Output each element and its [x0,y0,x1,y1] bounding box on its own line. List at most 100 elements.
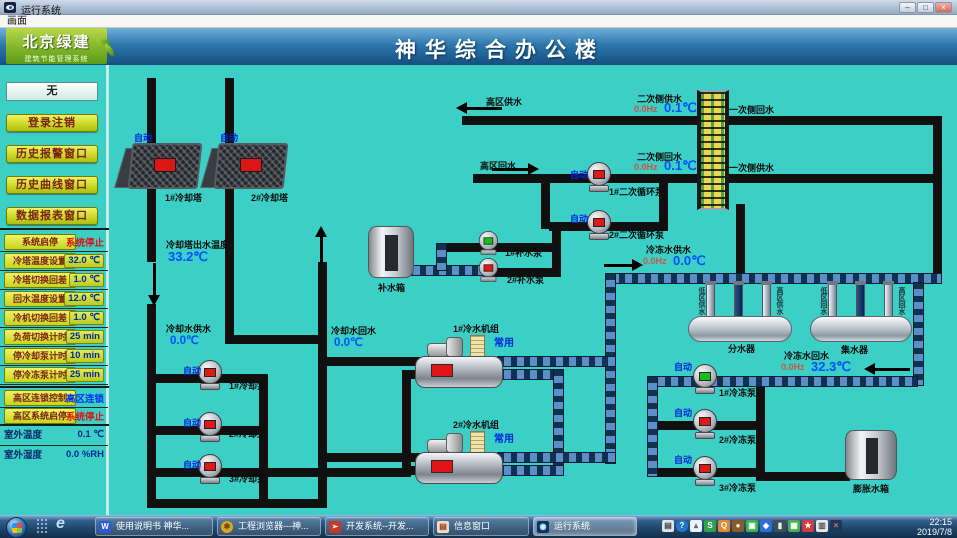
help-tray-icon[interactable]: ? [676,520,688,532]
data-report-button[interactable]: 数据报表窗口 [6,207,98,225]
show-hidden-tray-icon[interactable]: ▴ [690,520,702,532]
value-load-switch-timer[interactable]: 25 min [65,330,104,344]
taskbar-item-label: 使用说明书 神华... [116,521,190,531]
taskbar-item-manual[interactable]: W 使用说明书 神华... [95,517,213,536]
param-button-highzone-startstop[interactable]: 高区系统启停 [4,408,76,424]
volume-muted-tray-icon[interactable]: × [830,520,842,532]
chilled-pipe-segment [497,356,616,367]
value-stop-chilled-pump-timer[interactable]: 25 min [65,368,104,382]
taskbar-clock[interactable]: 22:15 2019/7/8 [892,517,952,537]
param-button-chiller-hysteresis[interactable]: 冷机切换回差 [4,310,76,326]
value-chiller-hysteresis[interactable]: 1.0 ℃ [69,311,104,325]
collector-valve[interactable] [855,281,866,318]
history-curve-button[interactable]: 历史曲线窗口 [6,176,98,194]
makeup-pump-2[interactable] [478,258,499,282]
chilled-pump-1[interactable] [692,364,718,394]
param-button-stop-chilled-pump-timer[interactable]: 停冷冻泵计时 [4,367,76,383]
param-button-tower-hysteresis[interactable]: 冷塔切换回差 [4,272,76,288]
menu-item-screen[interactable]: 画面 [7,16,27,27]
auto-mode-circ-pump-1[interactable]: 自动 [570,170,589,180]
brand-subtitle: 建筑节能管理系统 [24,56,89,63]
auto-mode-cooling-pump-2[interactable]: 自动 [183,418,202,428]
minimize-button[interactable]: – [899,2,916,13]
pump-status-indicator [204,462,216,471]
value-stop-cooling-pump-timer[interactable]: 10 min [65,349,104,363]
value-secondary-supply-hz: 0.0Hz [634,104,658,114]
secondary-circulation-pump-2[interactable] [586,210,612,240]
auto-mode-chilled-pump-1[interactable]: 自动 [674,362,693,372]
arrowhead [148,295,160,306]
keyboard-tray-icon[interactable]: ▤ [662,520,674,532]
maximize-button[interactable]: □ [917,2,934,13]
flag-tray-icon[interactable]: ★ [802,520,814,532]
value-tower-temp[interactable]: 32.0 ℃ [64,254,104,268]
label-secondary-supply: 二次侧供水 [637,94,683,104]
water-collector[interactable] [810,316,912,342]
value-return-temp[interactable]: 12.0 ℃ [64,292,104,306]
window-titlebar[interactable]: 运行系统 – □ × [0,0,957,17]
chilled-pump-2[interactable] [692,409,718,439]
internet-explorer-icon[interactable]: e [56,515,65,532]
auto-mode-chilled-pump-2[interactable]: 自动 [674,408,693,418]
app-window-tray-icon[interactable]: ▦ [788,520,800,532]
chilled-pipe-segment [647,376,658,477]
makeup-pump-1[interactable] [478,231,499,255]
makeup-water-tank[interactable] [368,226,414,278]
pet-tray-icon[interactable]: ● [732,520,744,532]
taskbar-grip[interactable] [36,518,49,535]
chat-tray-icon[interactable]: ▣ [746,520,758,532]
plate-heat-exchanger[interactable] [697,90,729,210]
param-button-highzone-interlock[interactable]: 高区连锁控制 [4,390,76,406]
water-distributor[interactable] [688,316,792,342]
login-logout-button[interactable]: 登录注销 [6,114,98,132]
param-button-load-switch-timer[interactable]: 负荷切换计时 [4,329,76,345]
taskbar-item-info-window[interactable]: ▤ 信息窗口 [433,517,529,536]
brand-logo: 北京绿建 建筑节能管理系统 [6,28,107,64]
taskbar-item-label: 信息窗口 [454,521,491,531]
wifi-tray-icon[interactable]: S [704,520,716,532]
secondary-circulation-pump-1[interactable] [586,162,612,192]
brand-name: 北京绿建 [22,34,91,51]
auto-mode-circ-pump-2[interactable]: 自动 [570,214,589,224]
alarm-none-field[interactable]: 无 [6,82,98,101]
pipe-segment [318,262,327,508]
battery-tray-icon[interactable]: ▮ [774,520,786,532]
chiller-unit-1[interactable] [415,334,503,390]
cooling-pump-3[interactable] [197,454,223,484]
auto-mode-cooling-pump-1[interactable]: 自动 [183,366,202,376]
input-method-tray-icon[interactable]: Q [718,520,730,532]
value-tower-hysteresis[interactable]: 1.0 ℃ [69,273,104,287]
distributor-valve[interactable] [733,281,744,318]
auto-mode-chilled-pump-3[interactable]: 自动 [674,455,693,465]
label-highzone-return: 高区回水 [480,161,517,171]
auto-mode-tower-2[interactable]: 自动 [220,133,239,143]
label-circ-pump-1: 1#二次循环泵 [609,187,665,197]
param-button-system-startstop[interactable]: 系统启停 [4,234,76,250]
auto-mode-cooling-pump-3[interactable]: 自动 [183,460,202,470]
expansion-water-tank[interactable] [845,430,897,480]
history-alarm-button[interactable]: 历史报警窗口 [6,145,98,163]
clock-time: 22:15 [929,517,952,527]
taskbar-item-dev-system[interactable]: ➢ 开发系统--开发... [325,517,429,536]
shield-tray-icon[interactable]: ◆ [760,520,772,532]
taskbar-item-label: 运行系统 [554,521,591,531]
close-button[interactable]: × [935,2,952,13]
label-makeup-pump-1: 1#补水泵 [505,248,543,258]
calendar-tray-icon[interactable]: ▥ [816,520,828,532]
tank-gauge [385,235,398,271]
cooling-pump-1[interactable] [197,360,223,390]
param-button-return-temp[interactable]: 回水温度设置 [4,291,76,307]
chilled-pump-3[interactable] [692,456,718,486]
label-chilled-water-return: 冷冻水回水 [784,351,830,361]
pipe-segment [552,226,561,277]
auto-mode-tower-1[interactable]: 自动 [134,133,153,143]
cooling-tower-1[interactable] [114,143,203,191]
taskbar-item-runtime-system[interactable]: ◉ 运行系统 [533,517,637,536]
pump-status-indicator [699,417,711,426]
start-button[interactable] [6,517,27,538]
chiller-unit-2[interactable] [415,430,503,486]
cooling-tower-2[interactable] [200,143,289,191]
taskbar-item-project-browser[interactable]: ✱ 工程浏览器---神... [217,517,321,536]
pipe-segment [444,243,560,252]
cooling-pump-2[interactable] [197,412,223,442]
